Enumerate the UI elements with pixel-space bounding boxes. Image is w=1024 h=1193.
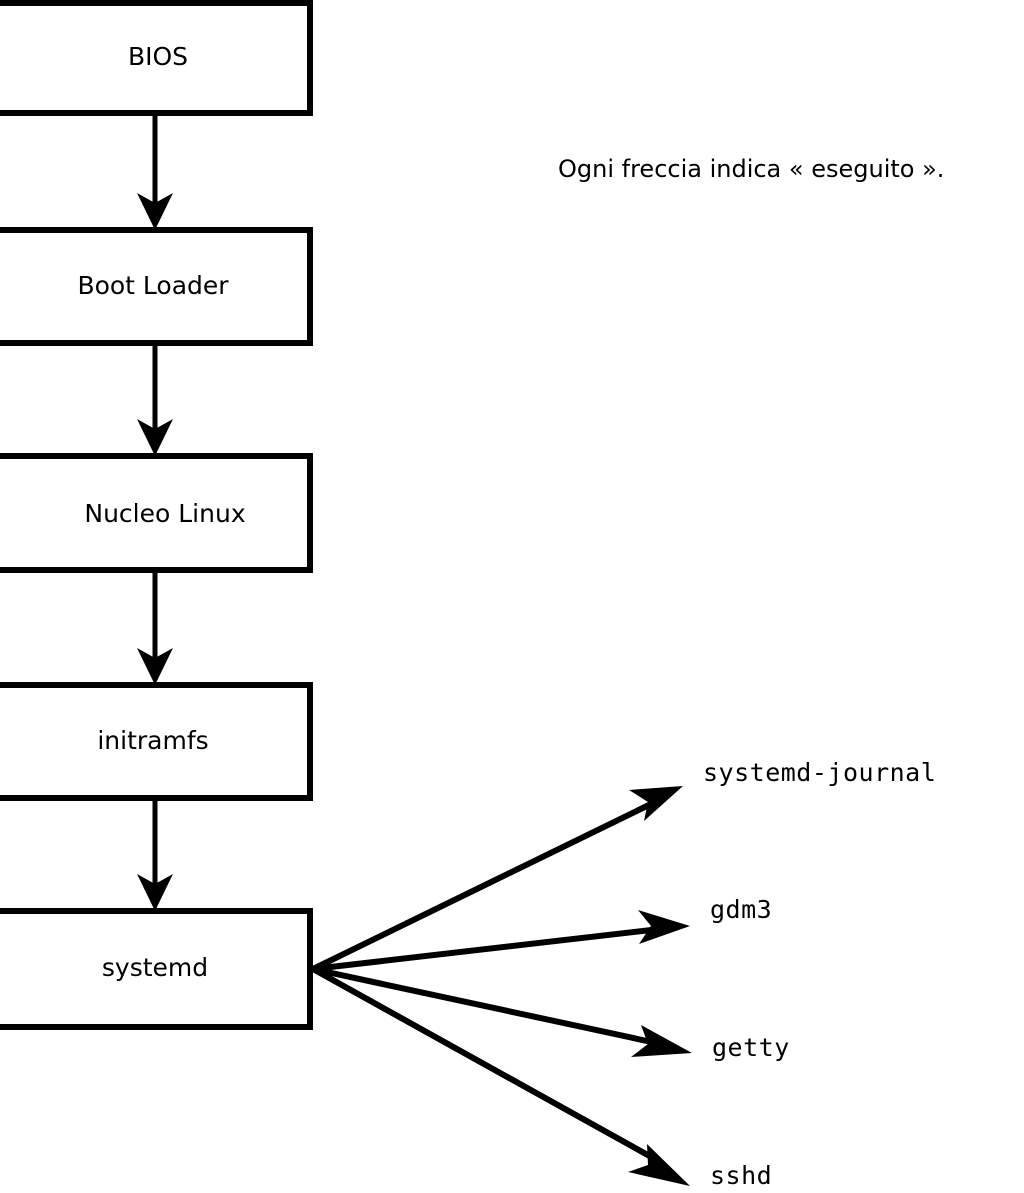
- fan-arrow-getty: [312, 966, 692, 1057]
- flow-arrow-nucleo-linux-to-initramfs: [137, 570, 173, 685]
- stage-box-label: systemd: [102, 953, 208, 982]
- arrow-head-icon: [629, 786, 683, 821]
- stage-box-systemd[interactable]: systemd: [0, 908, 313, 1030]
- fan-arrow-line: [311, 966, 657, 1162]
- arrow-legend-note: Ogni freccia indica « eseguito ».: [558, 155, 944, 183]
- stage-box-outline: [0, 453, 313, 573]
- service-label-sshd: sshd: [710, 1161, 772, 1190]
- service-fan-group: [311, 786, 692, 1186]
- arrow-head-icon: [137, 648, 173, 685]
- stage-box-nucleo-linux[interactable]: Nucleo Linux: [0, 453, 313, 573]
- stage-box-boot-loader[interactable]: Boot Loader: [0, 227, 313, 346]
- flow-arrow-boot-loader-to-nucleo-linux: [137, 343, 173, 456]
- stage-box-label: initramfs: [97, 726, 208, 755]
- fan-arrow-line: [311, 799, 657, 972]
- arrow-head-icon: [137, 874, 173, 911]
- stage-box-bios[interactable]: BIOS: [0, 0, 313, 116]
- arrow-head-icon: [631, 1025, 692, 1057]
- arrow-head-icon: [638, 910, 690, 944]
- stage-box-outline: [0, 227, 313, 346]
- fan-arrow-line: [312, 966, 662, 1047]
- fan-arrow-gdm3: [312, 910, 690, 972]
- stage-box-outline: [0, 908, 313, 1030]
- stage-box-outline: [0, 0, 313, 116]
- service-label-getty: getty: [712, 1033, 790, 1062]
- arrow-head-icon: [628, 1144, 690, 1186]
- stage-box-label: Boot Loader: [77, 271, 229, 300]
- fan-arrow-sshd: [311, 966, 690, 1186]
- flow-arrow-bios-to-boot-loader: [137, 113, 173, 230]
- fan-arrow-systemd-journal: [311, 786, 683, 972]
- stage-box-initramfs[interactable]: initramfs: [0, 682, 313, 801]
- stage-box-outline: [0, 682, 313, 801]
- fan-arrow-line: [312, 926, 661, 972]
- stage-box-label: Nucleo Linux: [84, 499, 245, 528]
- arrow-head-icon: [137, 419, 173, 456]
- service-label-systemd-journal: systemd-journal: [703, 758, 936, 787]
- arrow-head-icon: [137, 193, 173, 230]
- flow-arrow-group: [137, 113, 173, 911]
- flow-arrow-initramfs-to-systemd: [137, 798, 173, 911]
- stage-box-label: BIOS: [128, 42, 188, 71]
- service-label-gdm3: gdm3: [710, 895, 772, 924]
